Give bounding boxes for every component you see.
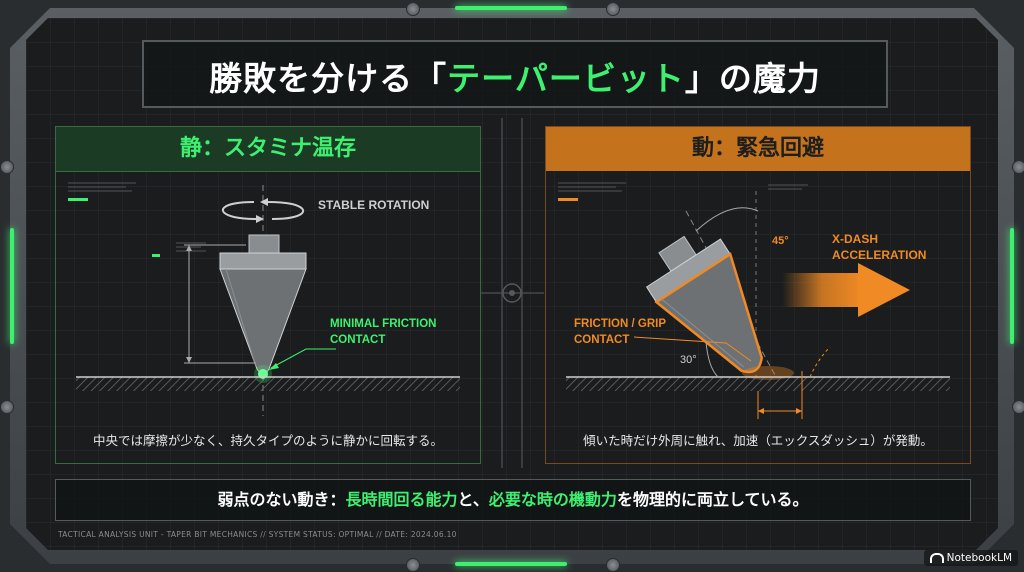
label-grip-contact: CONTACT [574, 334, 629, 346]
status-line: TACTICAL ANALYSIS UNIT - TAPER BIT MECHA… [58, 530, 457, 539]
screw-icon [0, 400, 14, 414]
screw-icon [1012, 400, 1024, 414]
title-highlight: テーパービット [447, 59, 685, 98]
summary-highlight-1: 長時間回る能力 [345, 490, 458, 509]
center-divider [480, 118, 544, 468]
notebooklm-icon [929, 553, 944, 563]
right-glow-bar [1010, 228, 1014, 344]
screw-icon [0, 160, 14, 174]
title-box: 勝敗を分ける「テーパービット」の魔力 [142, 40, 888, 108]
taper-bit [219, 234, 307, 375]
label-friction-grip: FRICTION / GRIP [574, 318, 666, 330]
rotation-arrows-icon [221, 201, 305, 220]
static-diagram: STABLE ROTATION MINIMAL FRICT [68, 182, 460, 416]
dynamic-caption: 傾いた時だけ外周に触れ、加速（エックスダッシュ）が発動。 [583, 433, 933, 448]
label-stable-rotation: STABLE ROTATION [318, 198, 429, 212]
title-part-1: 勝敗を分ける「 [209, 59, 448, 98]
label-minimal-friction: MINIMAL FRICTION [330, 318, 436, 330]
label-angle-45: 45° [772, 235, 789, 247]
dynamic-diagram: 45° X-DASH ACCELERATION 30° FRICTION / G… [558, 182, 950, 419]
label-angle-30: 30° [680, 354, 697, 366]
label-contact: CONTACT [330, 334, 385, 346]
top-glow-bar [455, 6, 567, 10]
title-part-2: 」の魔力 [684, 59, 821, 98]
dash-arrow [782, 273, 862, 307]
dynamic-panel-heading: 動：緊急回避 [546, 127, 970, 171]
static-panel: 静：スタミナ温存 STABLE ROTATION [55, 126, 481, 464]
screw-icon [406, 2, 420, 16]
tilted-taper-bit [645, 235, 763, 374]
screw-icon [606, 558, 620, 572]
screw-icon [1012, 160, 1024, 174]
bottom-glow-bar [455, 562, 567, 566]
summary-part-3: を物理的に両立している。 [616, 490, 809, 509]
logo-text: NotebookLM [946, 552, 1012, 564]
screw-icon [606, 2, 620, 16]
notebooklm-logo: NotebookLM [923, 550, 1018, 566]
page-title: 勝敗を分ける「テーパービット」の魔力 [144, 52, 886, 100]
summary-part-2: と、 [457, 490, 489, 509]
label-x-dash: X-DASH [832, 232, 878, 246]
summary-highlight-2: 必要な時の機動力 [488, 490, 617, 509]
static-caption: 中央では摩擦が少なく、持久タイプのように静かに回転する。 [92, 433, 443, 448]
screw-icon [406, 558, 420, 572]
dynamic-panel: 動：緊急回避 45° X-DASH ACCELERATION [545, 126, 971, 464]
status-mark [68, 198, 88, 201]
static-panel-heading: 静：スタミナ温存 [56, 127, 480, 172]
label-acceleration: ACCELERATION [832, 248, 926, 262]
left-glow-bar [10, 228, 14, 344]
status-mark [558, 198, 578, 201]
summary-part-1: 弱点のない動き： [217, 490, 346, 509]
summary-banner: 弱点のない動き：長時間回る能力と、必要な時の機動力を物理的に両立している。 [55, 479, 971, 521]
